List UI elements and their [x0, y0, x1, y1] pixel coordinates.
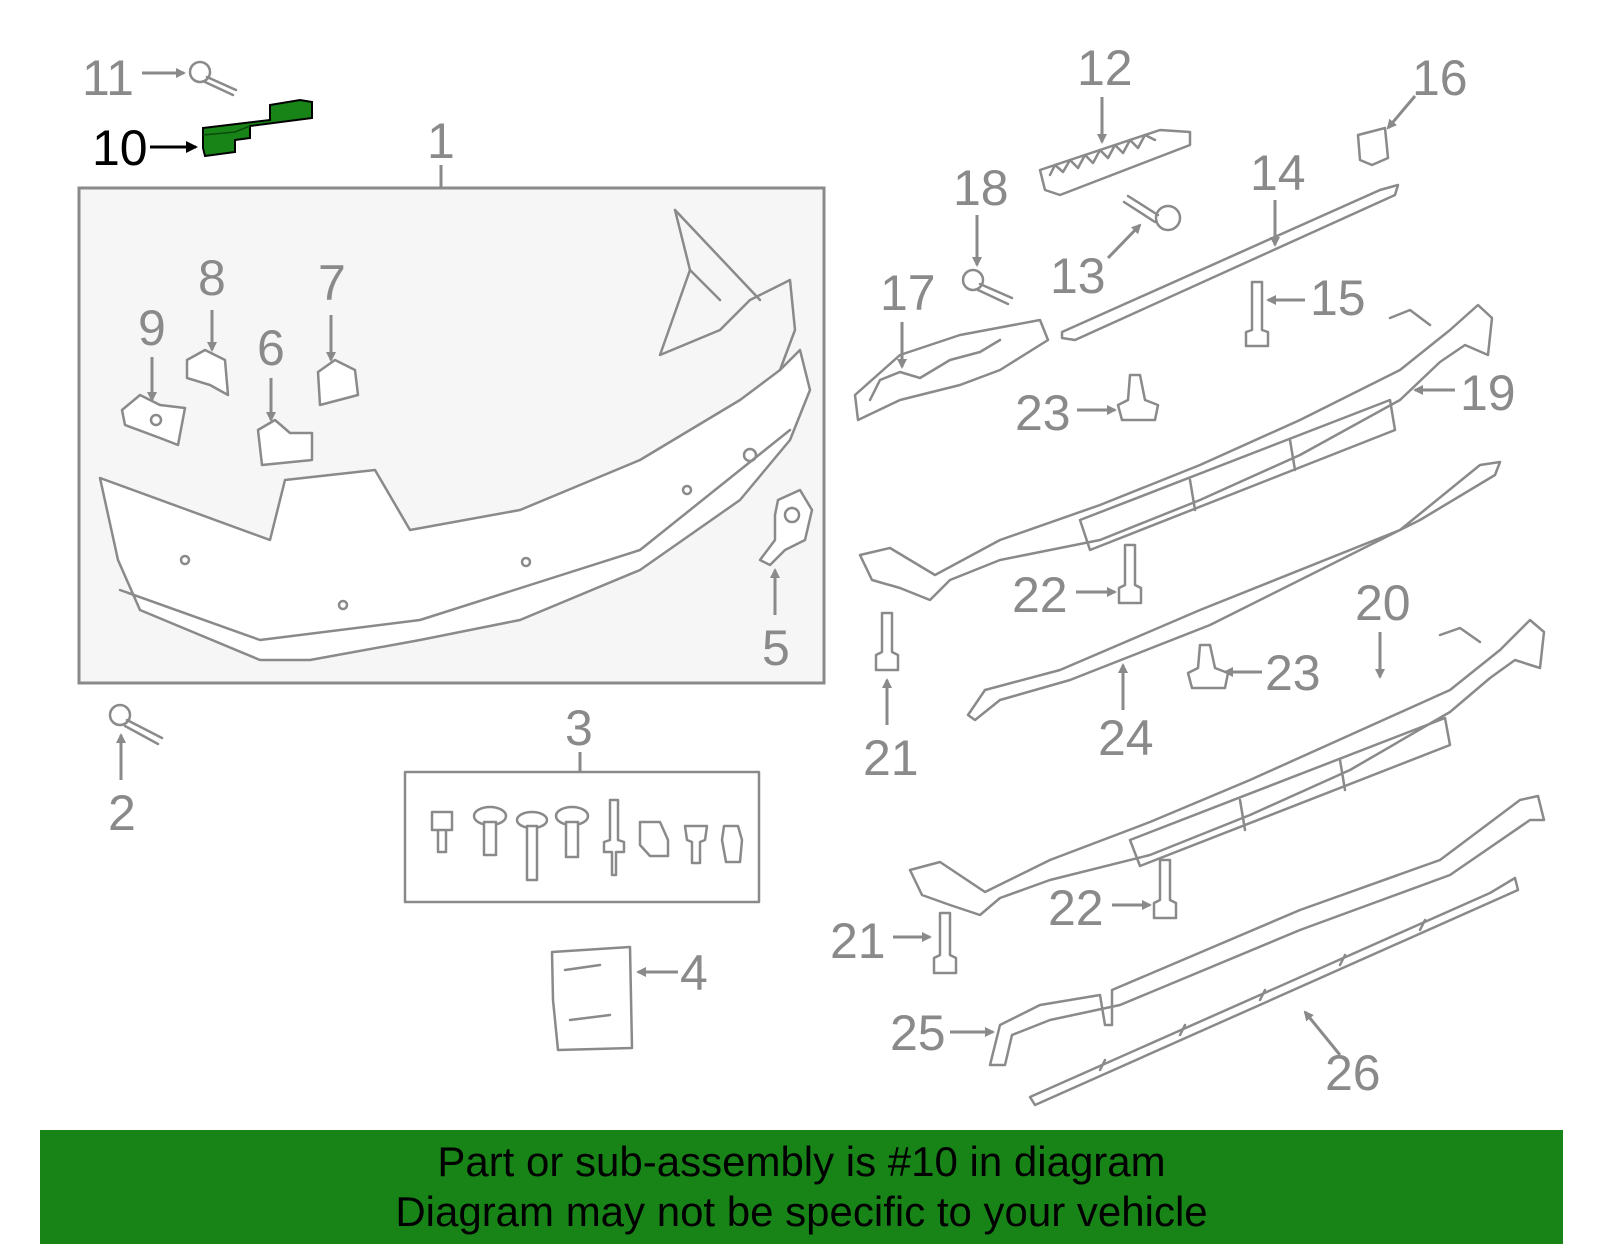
callout-8: 8 — [198, 250, 226, 306]
part-17-bracket — [853, 318, 1050, 422]
part-13-bolt — [1122, 194, 1182, 232]
part-16-clip — [1356, 126, 1390, 167]
callout-24: 24 — [1098, 710, 1154, 766]
part-25-strip — [988, 794, 1546, 1067]
part-19-diffuser — [858, 303, 1494, 602]
part-9-bracket — [120, 393, 187, 447]
callout-23-upper: 23 — [1015, 385, 1071, 441]
callout-6: 6 — [257, 320, 285, 376]
callout-23-lower: 23 — [1265, 645, 1321, 701]
callout-21-upper: 21 — [863, 730, 919, 786]
callout-19: 19 — [1460, 365, 1516, 421]
part-2-bolt — [108, 703, 164, 746]
leader-26 — [1303, 1010, 1342, 1056]
part-11-bolt — [188, 60, 238, 97]
part-7-bracket — [316, 358, 360, 407]
callout-20: 20 — [1355, 575, 1411, 631]
callout-21-lower: 21 — [830, 913, 886, 969]
callout-18: 18 — [953, 160, 1009, 216]
callout-9: 9 — [138, 300, 166, 356]
bumper-cover — [98, 208, 812, 662]
part-8-bracket — [185, 348, 230, 397]
callout-10: 10 — [92, 120, 148, 176]
part-3-fasteners — [430, 798, 744, 882]
part-26-strip — [1028, 876, 1520, 1107]
part-10-bracket[interactable] — [202, 98, 313, 158]
part-21-lower-bolt — [932, 911, 958, 975]
callout-11: 11 — [82, 50, 134, 106]
callout-25: 25 — [890, 1005, 946, 1061]
callout-1: 1 — [427, 113, 455, 169]
callout-17: 17 — [880, 265, 936, 321]
leader-13 — [1106, 223, 1142, 260]
part-5-bracket — [758, 488, 814, 567]
callout-14: 14 — [1250, 145, 1306, 201]
banner-line-1: Part or sub-assembly is #10 in diagram — [437, 1138, 1166, 1185]
callout-16: 16 — [1412, 50, 1468, 106]
part-20-diffuser — [908, 618, 1546, 917]
info-banner: Part or sub-assembly is #10 in diagram D… — [40, 1130, 1563, 1244]
part-18-bolt — [961, 268, 1014, 306]
part-23-upper-clip — [1116, 373, 1160, 422]
part-15-bolt — [1244, 280, 1270, 348]
callout-13: 13 — [1050, 248, 1106, 304]
leader-16 — [1386, 95, 1417, 130]
part-4-bag — [550, 945, 634, 1052]
parts-diagram: 10 11 1 9 8 7 6 — [77, 40, 1546, 1107]
callout-22-lower: 22 — [1048, 880, 1104, 936]
callout-12: 12 — [1077, 40, 1133, 96]
part-21-upper-bolt — [874, 611, 900, 672]
part-22-lower-bolt — [1152, 858, 1178, 920]
banner-line-2: Diagram may not be specific to your vehi… — [395, 1188, 1208, 1235]
part-24-strip — [966, 460, 1502, 722]
callout-22-upper: 22 — [1012, 567, 1068, 623]
part-23-lower-clip — [1186, 643, 1230, 690]
callout-26: 26 — [1325, 1045, 1381, 1101]
part-12-bracket — [1038, 128, 1192, 197]
callout-5: 5 — [762, 620, 790, 676]
part-22-upper-bolt — [1117, 543, 1143, 605]
callout-4: 4 — [680, 945, 708, 1001]
callout-15: 15 — [1310, 270, 1366, 326]
callout-2: 2 — [108, 785, 136, 841]
part-14-trim — [1060, 183, 1400, 342]
callout-3: 3 — [565, 700, 593, 756]
callout-7: 7 — [318, 255, 346, 311]
